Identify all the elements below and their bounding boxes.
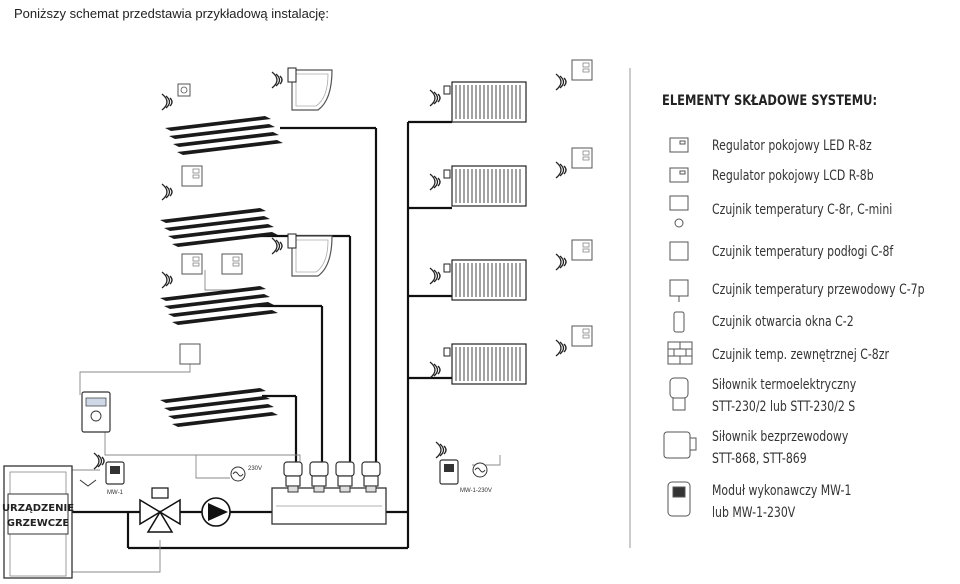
window-sensor-mid: [287, 233, 333, 277]
wifi-icon: [555, 339, 567, 357]
legend-item-led-regulator: Regulator pokojowy LED R-8z: [712, 138, 872, 154]
main-controller-icon: [81, 391, 111, 433]
legend-item-outdoor-sensor: Czujnik temp. zewnętrznej C-8zr: [712, 347, 889, 363]
ac-source-icon: 230V: [230, 466, 262, 482]
floor-coil-4: [160, 388, 278, 427]
wifi-icon: [429, 173, 441, 191]
legend-item-floor-sensor: Czujnik temperatury podłogi C-8f: [712, 244, 894, 260]
legend-item-module-line1: Moduł wykonawczy MW-1: [712, 483, 852, 499]
legend-item-lcd-regulator: Regulator pokojowy LCD R-8b: [712, 168, 874, 184]
boiler: URZĄDZENIE GRZEWCZE: [2, 465, 74, 579]
floor-coil-3: [160, 286, 278, 325]
floor-sensor-icon: [179, 343, 201, 365]
radiator-3: [443, 259, 527, 301]
room-regulator-icon: [181, 253, 203, 275]
legend-item-window-sensor: Czujnik otwarcia okna C-2: [712, 314, 854, 330]
window-sensor-icon: [673, 311, 685, 333]
executive-module-icon: [667, 481, 691, 517]
thermoelectric-actuator-icon: [669, 377, 689, 411]
boiler-label-line1: URZĄDZENIE: [2, 503, 74, 514]
room-regulator-icon: [571, 147, 593, 169]
window-sensor-top: [287, 67, 333, 111]
voltage-label-1: 230V: [248, 466, 262, 472]
wifi-icon: [93, 452, 105, 470]
radiator-2: [443, 165, 527, 207]
floor-coil-2: [160, 208, 278, 247]
mw1-230-label: MW-1-230V: [460, 488, 492, 494]
executive-module-mw1-icon: MW-1: [105, 461, 125, 496]
wired-sensor-icon: [669, 279, 689, 302]
wifi-icon: [555, 253, 567, 271]
room-regulator-icon: [571, 239, 593, 261]
room-regulator-icon: [181, 165, 203, 187]
room-regulator-icon: [221, 253, 243, 275]
radiator-1: [443, 81, 527, 123]
legend-item-wireless-actuator-line2: STT-868, STT-869: [712, 451, 807, 467]
wifi-icon: [429, 361, 441, 379]
room-regulator-icon: [571, 325, 593, 347]
outdoor-sensor-icon: [667, 341, 693, 365]
wifi-icon: [555, 161, 567, 179]
floor-sensor-icon: [669, 241, 689, 261]
wifi-icon: [429, 89, 441, 107]
control-wires: [60, 270, 501, 573]
temperature-sensor-icon: [177, 83, 191, 97]
wifi-icon: [161, 183, 173, 201]
wifi-icon: [161, 93, 173, 111]
wireless-actuator-icon: [663, 431, 697, 459]
pump-icon: [201, 497, 231, 527]
pipe-lines: [70, 120, 452, 550]
wifi-icon: [161, 271, 173, 289]
wifi-icon: [271, 71, 283, 89]
legend-item-thermo-actuator-line2: STT-230/2 lub STT-230/2 S: [712, 399, 856, 415]
wifi-icon: [435, 441, 447, 459]
legend-item-wireless-actuator-line1: Siłownik bezprzewodowy: [712, 429, 849, 445]
legend-item-wired-sensor: Czujnik temperatury przewodowy C-7p: [712, 282, 925, 298]
intro-text: Poniższy schemat przedstawia przykładową…: [14, 6, 330, 21]
legend-item-thermo-actuator-line1: Siłownik termoelektryczny: [712, 377, 857, 393]
wifi-icon: [429, 267, 441, 285]
legend-item-module-line2: lub MW-1-230V: [712, 505, 796, 521]
floor-coil-1: [165, 116, 283, 155]
wifi-icon: [555, 73, 567, 91]
manifold: [271, 487, 387, 525]
room-regulator-led-icon: [669, 137, 689, 153]
radiator-4: [443, 343, 527, 385]
room-regulator-lcd-icon: [669, 167, 689, 183]
boiler-label-line2: GRZEWCZE: [7, 518, 70, 529]
legend-title: ELEMENTY SKŁADOWE SYSTEMU:: [662, 93, 878, 109]
mw1-label: MW-1: [107, 490, 124, 496]
three-way-valve-icon: [139, 487, 181, 533]
legend-icons: [663, 137, 697, 517]
wifi-icon: [271, 237, 283, 255]
executive-module-mw1-230v-icon: MW-1-230V: [439, 459, 492, 494]
room-regulator-icon: [571, 59, 593, 81]
temperature-sensor-icon: [669, 195, 689, 228]
legend-item-temperature-sensor: Czujnik temperatury C-8r, C-mini: [712, 202, 893, 218]
